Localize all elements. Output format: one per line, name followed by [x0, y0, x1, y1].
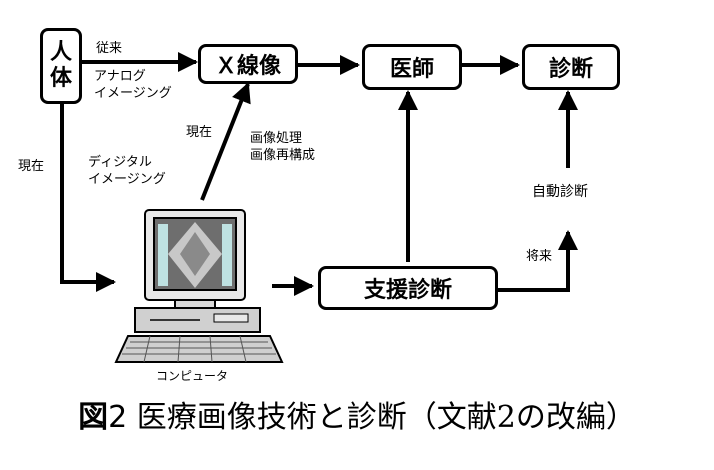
xray-image-box: Ｘ線像	[198, 44, 298, 84]
label-digital-imaging: ディジタル イメージング	[88, 155, 166, 187]
label-auto-diagnosis: 自動診断	[532, 184, 588, 200]
label-future: 将来	[526, 249, 553, 264]
diagnosis-box: 診断	[522, 44, 620, 90]
caption-fig: 図	[78, 400, 109, 435]
label-analog-imaging: アナログ イメージング	[94, 69, 172, 101]
label-current-mid: 現在	[186, 125, 213, 140]
label-computer: コンピュータ	[156, 369, 229, 383]
arrow-support-to-auto	[498, 230, 578, 292]
label-conventional: 従来	[96, 41, 123, 56]
computer-icon	[114, 209, 284, 363]
figure-caption: 図2 医療画像技術と診断（文献2の改編）	[0, 398, 714, 438]
doctor-box: 医師	[362, 44, 462, 90]
arrow-human-to-computer	[60, 102, 116, 292]
arrow-computer-to-xray	[200, 82, 251, 201]
caption-number: 2	[108, 400, 128, 435]
support-diagnosis-box: 支援診断	[318, 266, 498, 310]
human-box: 人 体	[40, 28, 82, 104]
label-image-processing: 画像処理 画像再構成	[250, 131, 316, 163]
label-current-left: 現在	[18, 159, 45, 174]
caption-text: 医療画像技術と診断（文献2の改編）	[127, 400, 636, 435]
